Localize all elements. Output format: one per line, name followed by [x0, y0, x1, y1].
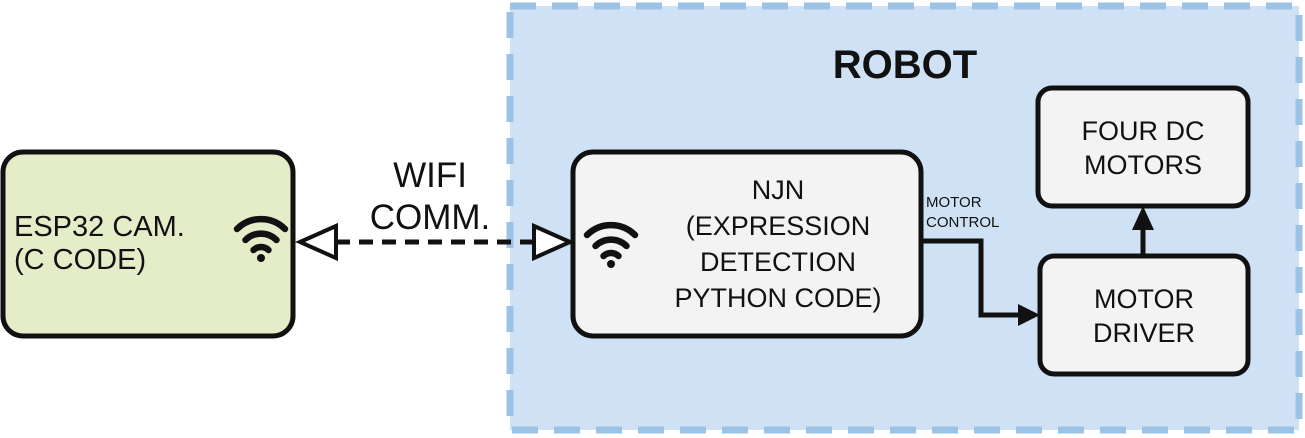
right-hollow-arrowhead — [532, 222, 575, 262]
driver-to-motors-arrow — [1132, 206, 1154, 256]
four-dc-motors-line-1: FOUR DC — [1081, 116, 1205, 146]
wifi-link-label-line-2: COMM. — [369, 198, 491, 237]
esp32-box-shape — [0, 149, 296, 339]
motor-control-arrow — [922, 238, 1040, 326]
driver-to-motors-arrowhead — [1132, 206, 1154, 230]
robot-group-title: ROBOT — [832, 42, 978, 87]
njn-label-line-2: (EXPRESSION — [685, 211, 871, 241]
njn-label-line-3: DETECTION — [699, 247, 856, 277]
motor-driver-line-2: DRIVER — [1092, 318, 1195, 348]
njn-label-line-4: PYTHON CODE) — [674, 283, 882, 313]
njn-box-label: NJN (EXPRESSION DETECTION PYTHON CODE) — [648, 170, 908, 318]
motor-control-label: MOTOR CONTROL — [926, 190, 1022, 236]
motor-control-arrowhead — [1018, 304, 1040, 326]
motor-control-label-line-2: CONTROL — [926, 214, 1000, 231]
esp32-label-line-2: (C CODE) — [14, 244, 147, 276]
four-dc-motors-label: FOUR DC MOTORS — [1041, 110, 1245, 186]
njn-box-shape — [570, 149, 924, 339]
left-hollow-arrowhead — [295, 222, 338, 262]
wifi-icon — [583, 221, 639, 268]
wifi-link-label-line-1: WIFI — [393, 156, 467, 195]
motor-driver-line-1: MOTOR — [1094, 284, 1194, 314]
esp32-label-line-1: ESP32 CAM. — [14, 211, 185, 243]
wifi-link-arrow — [295, 222, 575, 262]
esp32-box-label: ESP32 CAM. (C CODE) — [14, 196, 234, 292]
njn-label-line-1: NJN — [751, 175, 805, 205]
four-dc-motors-line-2: MOTORS — [1083, 150, 1202, 180]
motor-control-label-line-1: MOTOR — [926, 194, 982, 211]
motor-driver-label: MOTOR DRIVER — [1043, 278, 1245, 354]
wifi-link-label: WIFI COMM. — [350, 152, 510, 242]
wifi-icon — [233, 215, 289, 262]
